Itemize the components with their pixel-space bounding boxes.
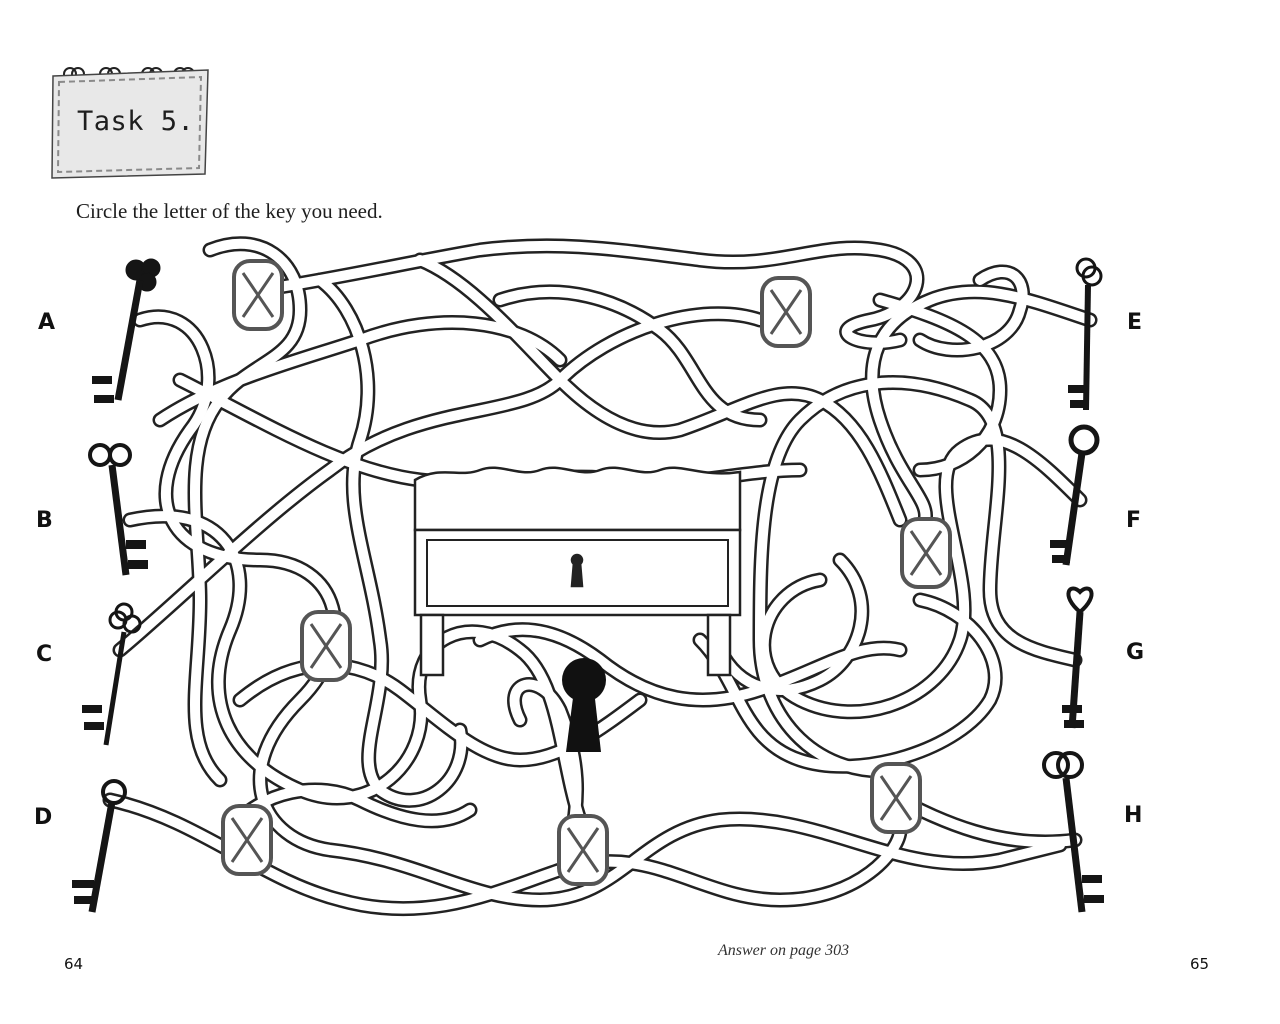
key-d-icon [72,779,127,913]
x-box-icon [232,259,284,331]
treasure-chest-icon [413,466,742,677]
x-box-icon [300,610,352,682]
key-letter-f[interactable]: F [1126,508,1142,533]
key-a-icon [92,258,161,403]
key-c-icon [82,602,142,746]
x-box-icon [760,276,812,348]
key-letter-a[interactable]: A [38,310,56,335]
task-card [51,67,209,179]
instruction-text: Circle the letter of the key you need. [76,199,383,223]
answer-note: Answer on page 303 [718,942,850,959]
right-page-number: 65 [1190,955,1210,973]
key-b-icon [88,443,148,576]
key-letter-e[interactable]: E [1127,310,1143,335]
key-e-icon [1068,257,1103,411]
x-box-icon [870,762,922,834]
keyhole-icon [562,658,606,752]
key-letter-g[interactable]: G [1126,640,1145,665]
left-page-number: 64 [64,955,84,973]
key-letter-d[interactable]: D [34,805,53,830]
x-box-icon [557,814,609,886]
key-h-icon [1042,751,1104,913]
task-title: Task 5. [77,106,195,137]
x-box-icon [221,804,273,876]
key-letter-c[interactable]: C [36,642,53,667]
x-box-icon [900,517,952,589]
key-f-icon [1050,424,1100,566]
key-letter-b[interactable]: B [36,508,53,533]
key-letter-h[interactable]: H [1124,803,1143,828]
key-g-icon [1062,586,1094,729]
